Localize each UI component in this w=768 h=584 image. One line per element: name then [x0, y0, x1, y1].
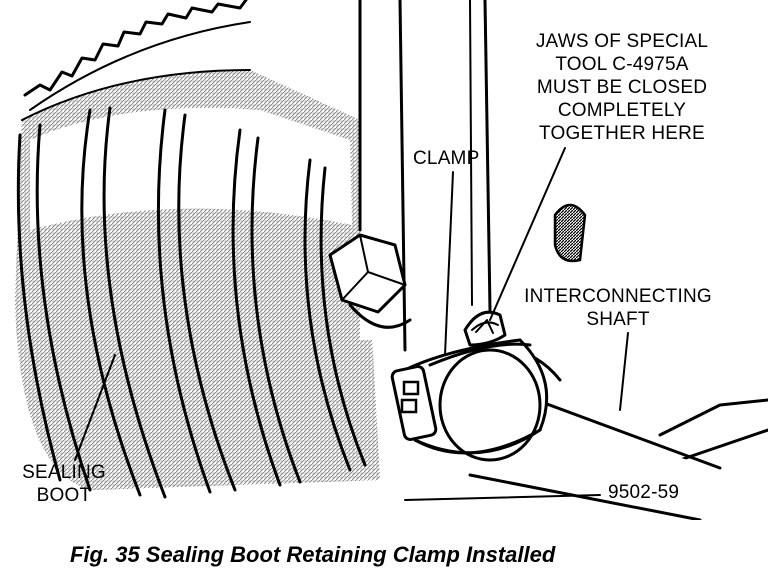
boot-callout: SEALING BOOT: [22, 462, 106, 506]
jaws-callout-line-5: TOGETHER HERE: [539, 123, 705, 144]
shaft-callout-line-2: SHAFT: [586, 309, 649, 330]
part-number: 9502-59: [608, 482, 679, 503]
jaws-callout-line-3: MUST BE CLOSED: [537, 77, 707, 98]
jaws-callout: JAWS OF SPECIAL TOOL C-4975A MUST BE CLO…: [536, 31, 708, 144]
part-number-leader: [404, 494, 601, 501]
jaws-callout-line-1: JAWS OF SPECIAL: [536, 31, 708, 52]
boot-leader: [74, 354, 116, 461]
leader-lines: [74, 147, 629, 501]
hex-bolt: [328, 233, 412, 329]
figure-caption: Fig. 35 Sealing Boot Retaining Clamp Ins…: [70, 542, 556, 567]
jaws-leader: [489, 147, 566, 321]
jaws-callout-line-4: COMPLETELY: [558, 100, 686, 121]
clamp-leader: [444, 171, 454, 356]
shaft-leader: [619, 332, 629, 411]
gear-teeth: [23, 0, 251, 111]
clamp-band: [390, 310, 549, 462]
background-bracket: [553, 203, 768, 462]
shaft-callout-line-1: INTERCONNECTING: [524, 286, 712, 307]
jaws-callout-line-2: TOOL C-4975A: [555, 54, 688, 75]
boot-callout-line-1: SEALING: [22, 462, 106, 483]
clamp-callout: CLAMP: [413, 148, 479, 169]
boot-callout-line-2: BOOT: [37, 485, 92, 506]
sealing-boot: [15, 69, 380, 499]
vertical-strut: [358, 0, 492, 352]
shaft-callout: INTERCONNECTING SHAFT: [524, 286, 712, 330]
